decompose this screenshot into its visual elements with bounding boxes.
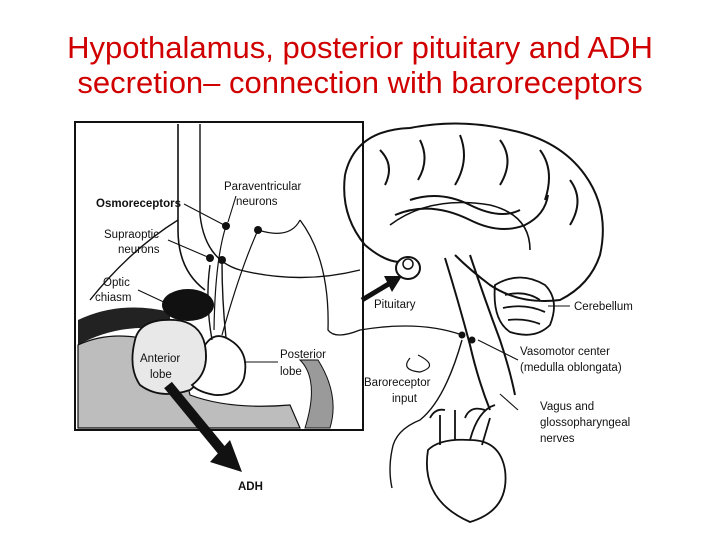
label-optic-1: Optic — [103, 277, 130, 289]
label-cerebellum: Cerebellum — [574, 301, 633, 313]
label-paraventricular-2: neurons — [236, 196, 278, 208]
supraoptic-neurons — [206, 254, 226, 264]
adh-arrow — [164, 381, 242, 472]
slide-title: Hypothalamus, posterior pituitary and AD… — [0, 30, 720, 100]
label-posterior-2: lobe — [280, 366, 302, 378]
third-ventricle-outline — [177, 124, 206, 291]
label-paraventricular-1: Paraventricular — [224, 181, 302, 193]
label-osmoreceptors: Osmoreceptors — [96, 198, 181, 210]
pituitary-pointer-arrow — [360, 276, 402, 303]
label-baroreceptor-1: Baroreceptor — [364, 377, 431, 389]
label-vasomotor-1: Vasomotor center — [520, 346, 610, 358]
hypothalamic-to-vasomotor-path — [299, 219, 463, 336]
baroreceptor-nerve — [389, 339, 463, 489]
hypothalamus-floor — [199, 124, 361, 279]
label-adh: ADH — [238, 481, 263, 493]
title-line-2: secretion– connection with baroreceptors — [77, 65, 643, 100]
title-line-1: Hypothalamus, posterior pituitary and AD… — [67, 30, 653, 65]
label-supraoptic-1: Supraoptic — [104, 229, 159, 241]
label-posterior-1: Posterior — [280, 349, 326, 361]
label-vagus-1: Vagus and — [540, 401, 594, 413]
leader-lines — [137, 195, 570, 411]
inset-frame — [74, 121, 364, 431]
brain-pituitary — [395, 256, 421, 280]
label-anterior-1: Anterior — [140, 353, 180, 365]
label-anterior-2: lobe — [150, 369, 172, 381]
optic-chiasm — [162, 289, 214, 321]
paraventricular-neurons — [222, 222, 262, 234]
label-optic-2: chiasm — [95, 292, 131, 304]
label-baroreceptor-2: input — [392, 393, 418, 405]
infundibulum — [207, 261, 227, 341]
heart — [426, 404, 507, 523]
label-vagus-3: nerves — [540, 433, 575, 445]
label-vasomotor-2: (medulla oblongata) — [520, 362, 622, 374]
label-supraoptic-2: neurons — [118, 244, 160, 256]
cerebellum — [493, 276, 555, 336]
label-pituitary: Pituitary — [374, 299, 416, 311]
brain-sketch — [343, 122, 604, 411]
posterior-lobe — [190, 335, 247, 396]
label-vagus-2: glossopharyngeal — [540, 417, 630, 429]
vasomotor-neurons — [458, 331, 476, 344]
neuron-axons — [213, 219, 301, 336]
